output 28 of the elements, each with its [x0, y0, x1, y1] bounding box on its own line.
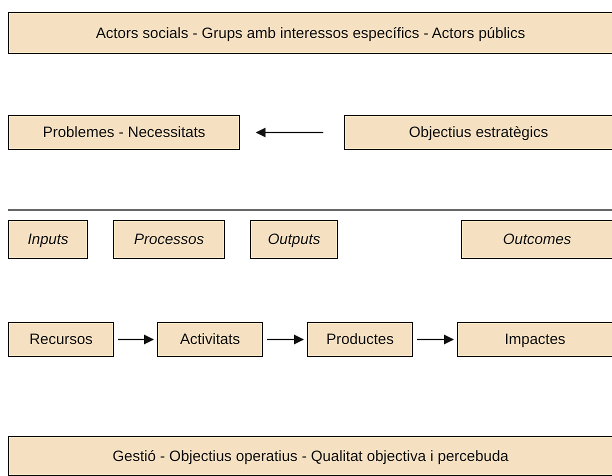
- process-box: [8, 322, 114, 357]
- box-label: Productes: [326, 331, 394, 348]
- process-box: [307, 322, 413, 357]
- process-box: [457, 322, 612, 357]
- box-label: Processos: [134, 231, 204, 248]
- arrow: [417, 334, 454, 344]
- category-box: [113, 220, 225, 259]
- box-label: Actors socials - Grups amb interessos específics - Actors públics: [96, 24, 526, 42]
- box-label: Activitats: [180, 331, 240, 348]
- box-label: Gestió - Objectius operatius - Qualitat objectiva i percebuda: [112, 448, 509, 464]
- category-box: [8, 220, 88, 259]
- box-label: Outcomes: [502, 231, 572, 248]
- category-box: [461, 220, 612, 259]
- process-box: [8, 12, 612, 54]
- process-box: [157, 322, 263, 357]
- arrow: [267, 334, 304, 344]
- box-label: Impactes: [504, 331, 566, 348]
- box-label: Objectius estratègics: [408, 124, 548, 141]
- box-label: Recursos: [29, 331, 93, 348]
- process-box: [344, 115, 612, 150]
- box-label: Inputs: [28, 231, 68, 248]
- category-box: [250, 220, 338, 259]
- arrow: [118, 334, 154, 344]
- arrow: [256, 128, 324, 138]
- process-box: [8, 436, 612, 476]
- process-box: [8, 115, 240, 150]
- box-label: Problemes - Necessitats: [42, 124, 206, 141]
- box-label: Outputs: [268, 231, 320, 248]
